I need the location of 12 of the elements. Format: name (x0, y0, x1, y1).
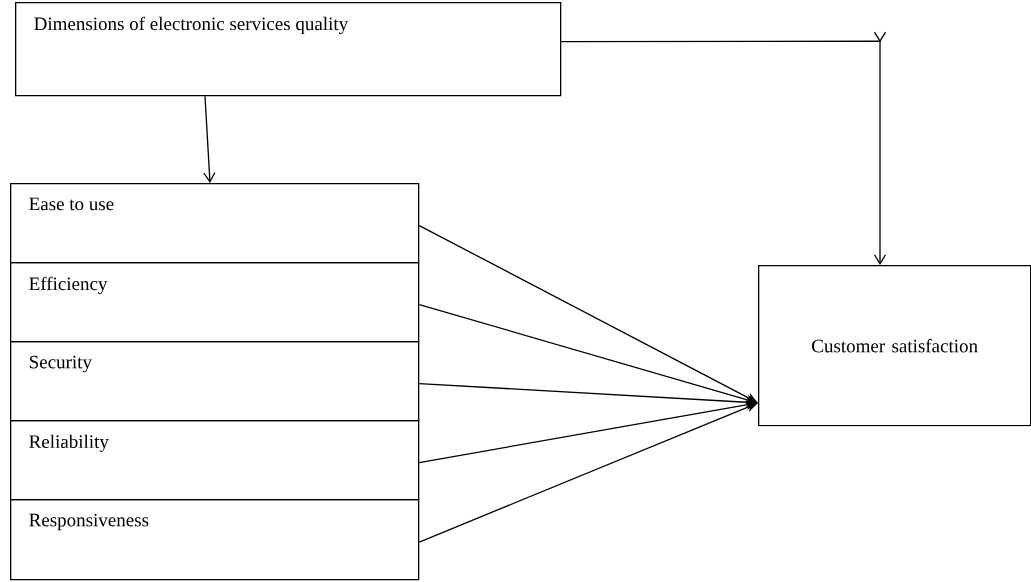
arrow (418, 224, 758, 403)
text-box: Security (10, 341, 420, 422)
text-box: Efficiency (10, 262, 420, 343)
text-box: Dimensions of electronic services quality (15, 2, 562, 97)
arrow (418, 402, 758, 543)
text-box: Reliability (10, 420, 420, 501)
arrow (203, 95, 216, 183)
arrow (560, 31, 887, 265)
text-box: Responsiveness (10, 499, 420, 581)
text-box: Ease to use (10, 183, 420, 264)
text-box: Customer satisfaction (758, 265, 1031, 427)
arrow (418, 303, 758, 405)
